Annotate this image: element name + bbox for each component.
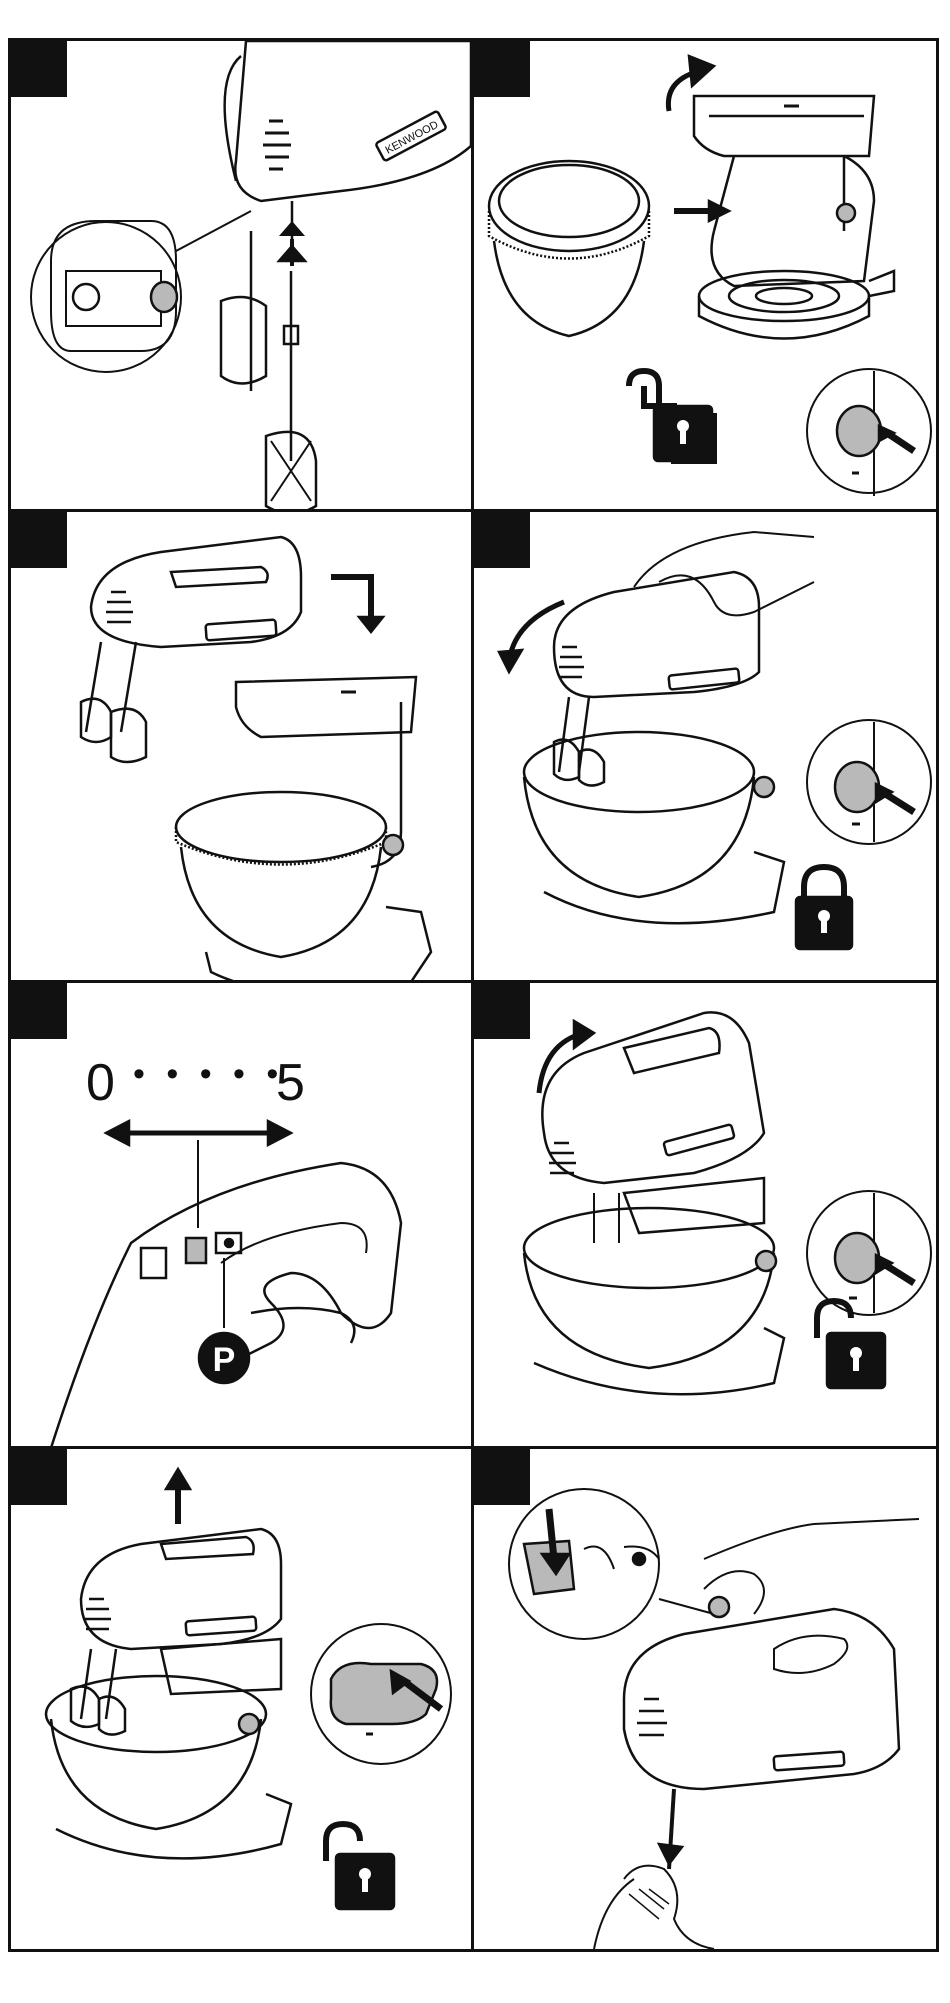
step-7-panel bbox=[11, 1449, 474, 1949]
vent-icon bbox=[106, 592, 133, 622]
step-6-panel bbox=[474, 983, 936, 1449]
steps-grid: KENWOOD bbox=[8, 38, 939, 1952]
beater-fit-illustration: KENWOOD bbox=[11, 41, 474, 512]
step-2-panel bbox=[474, 41, 936, 512]
mixer-raise-unlock-illustration bbox=[474, 983, 936, 1449]
mixer-lower-illustration bbox=[11, 512, 474, 983]
step-1-panel: KENWOOD bbox=[11, 41, 474, 512]
mixer-tilt-lock-illustration bbox=[474, 512, 936, 983]
vent-icon bbox=[637, 1699, 667, 1735]
speed-control-illustration: P bbox=[11, 983, 474, 1449]
beater-eject-illustration bbox=[474, 1449, 936, 1949]
step-8-panel bbox=[474, 1449, 936, 1949]
pulse-icon: P bbox=[213, 1341, 236, 1379]
vent-icon bbox=[85, 1599, 111, 1629]
vent-icon bbox=[559, 647, 584, 677]
step-5-panel: 0 • • • • • 5 P bbox=[11, 983, 474, 1449]
mixer-lift-off-illustration bbox=[11, 1449, 474, 1949]
step-4-panel bbox=[474, 512, 936, 983]
step-3-panel bbox=[11, 512, 474, 983]
vent-icon bbox=[263, 121, 291, 169]
bowl-place-unlock-illustration bbox=[474, 41, 936, 512]
